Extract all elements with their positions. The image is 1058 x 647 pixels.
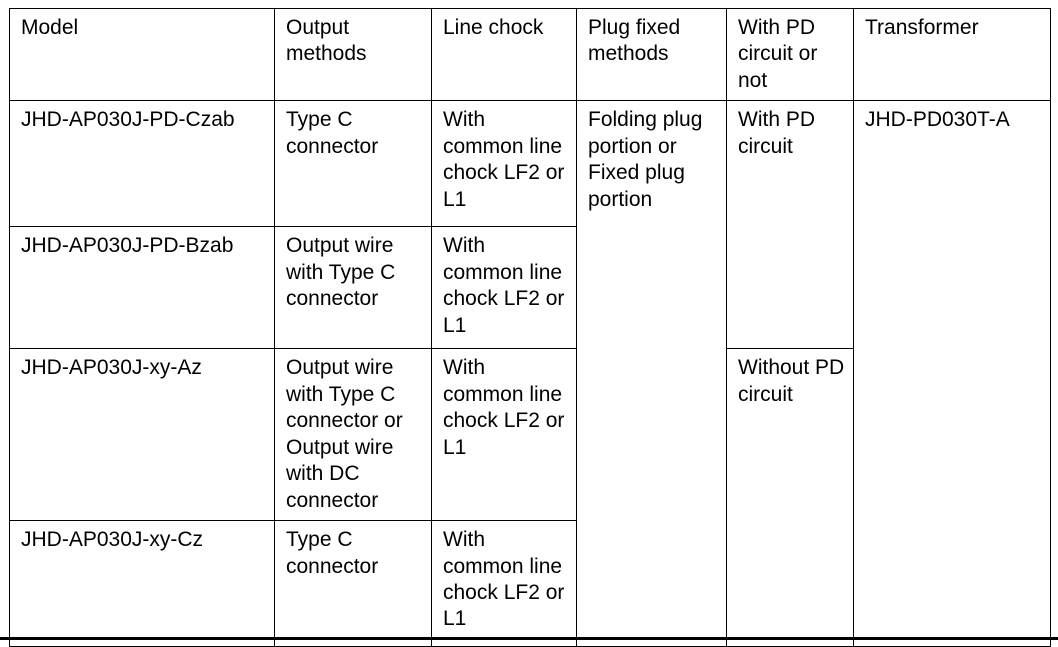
cell-model: JHD-AP030J-xy-Cz xyxy=(9,520,275,647)
column-header-pd-circuit: With PD circuit or not xyxy=(726,7,854,102)
column-header-model: Model xyxy=(9,7,275,102)
table-row: JHD-AP030J-xy-Az Output wire with Type C… xyxy=(9,348,1051,647)
table-header-row: Model Output methods Line chock Plug fix… xyxy=(9,7,1051,102)
cell-model: JHD-AP030J-PD-Bzab xyxy=(9,226,275,350)
table-row: JHD-AP030J-xy-Cz Type C connector With c… xyxy=(9,520,1051,647)
cell-output-methods: Type C connector xyxy=(274,100,432,228)
cell-transformer-merged: JHD-PD030T-A xyxy=(853,100,1051,647)
model-specification-table: Model Output methods Line chock Plug fix… xyxy=(9,7,1051,647)
cell-output-methods: Type C connector xyxy=(274,520,432,647)
table-row: JHD-AP030J-PD-Czab Type C connector With… xyxy=(9,100,1051,647)
cell-output-methods: Output wire with Type C connector xyxy=(274,226,432,350)
cell-model: JHD-AP030J-xy-Az xyxy=(9,348,275,522)
cell-pd-circuit-without: Without PD circuit xyxy=(726,348,854,647)
column-header-line-chock: Line chock xyxy=(431,7,577,102)
cell-model: JHD-AP030J-PD-Czab xyxy=(9,100,275,228)
cell-line-chock: With common line chock LF2 or L1 xyxy=(431,520,577,647)
table-row: JHD-AP030J-PD-Bzab Output wire with Type… xyxy=(9,226,1051,350)
cell-line-chock: With common line chock LF2 or L1 xyxy=(431,100,577,228)
column-header-plug-fixed-methods: Plug fixed methods xyxy=(576,7,727,102)
cell-line-chock: With common line chock LF2 or L1 xyxy=(431,348,577,522)
column-header-output-methods: Output methods xyxy=(274,7,432,102)
page-bottom-rule xyxy=(0,637,1058,640)
cell-output-methods: Output wire with Type C connector or Out… xyxy=(274,348,432,522)
cell-plug-fixed-methods-merged: Folding plug portion or Fixed plug porti… xyxy=(576,100,727,647)
column-header-transformer: Transformer xyxy=(853,7,1051,102)
cell-pd-circuit-with: With PD circuit xyxy=(726,100,854,350)
cell-line-chock: With common line chock LF2 or L1 xyxy=(431,226,577,350)
